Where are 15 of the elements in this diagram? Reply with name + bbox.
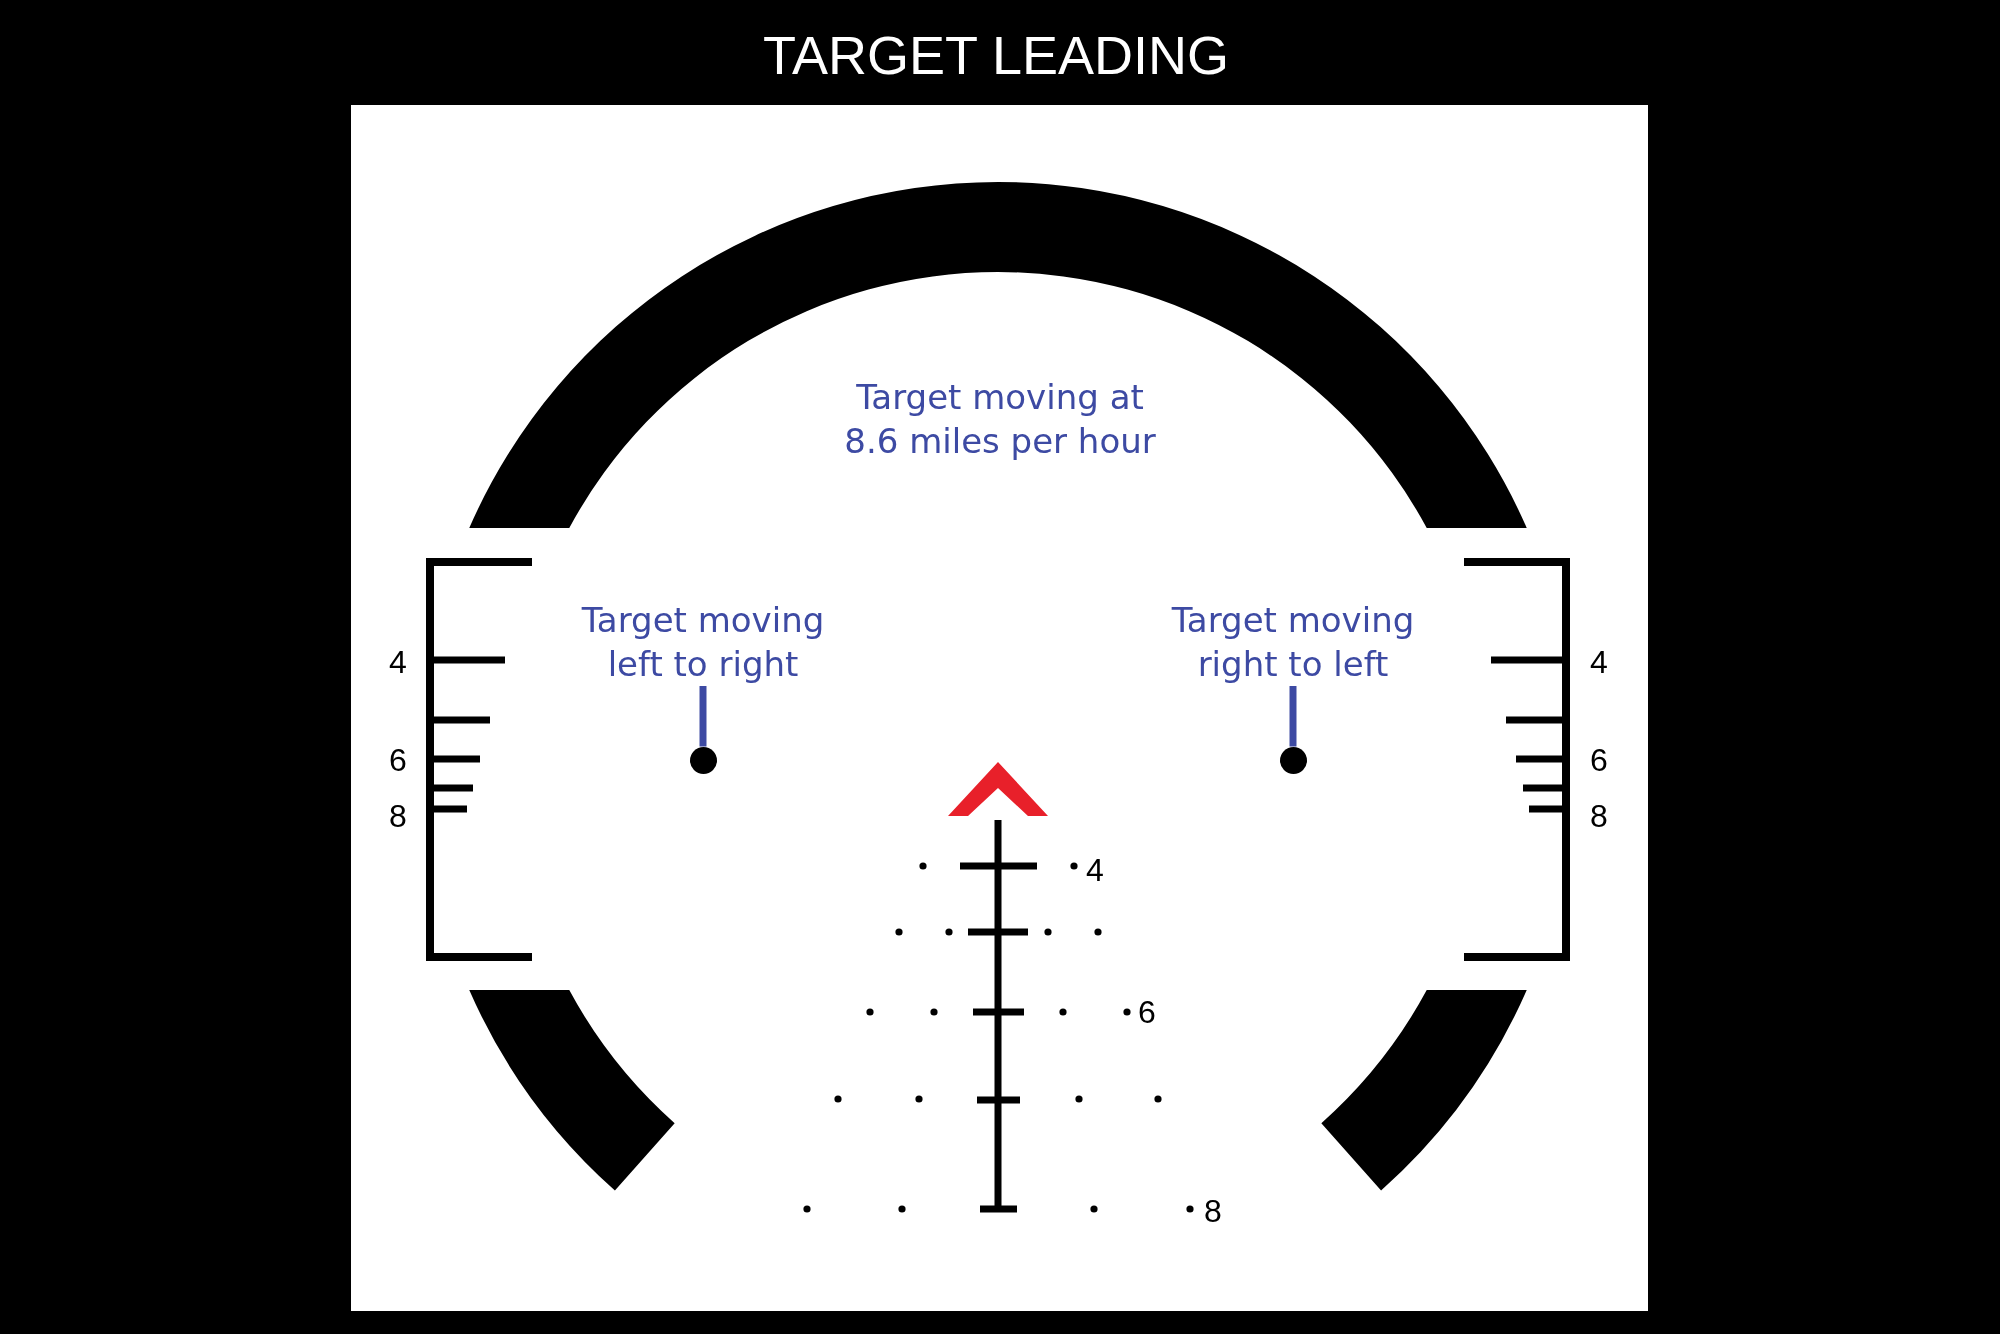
scale-number: 4 bbox=[1590, 645, 1608, 679]
scale-number: 4 bbox=[1086, 853, 1104, 887]
scale-number: 8 bbox=[389, 799, 407, 833]
target-dot bbox=[1279, 746, 1307, 774]
scale-number: 6 bbox=[389, 743, 407, 777]
title: TARGET LEADING bbox=[762, 24, 1230, 86]
scale-number: 4 bbox=[389, 645, 407, 679]
scale-number: 6 bbox=[1590, 743, 1608, 777]
scale-number: 6 bbox=[1138, 995, 1156, 1029]
scale-number: 8 bbox=[1590, 799, 1608, 833]
scale-number: 8 bbox=[1204, 1194, 1222, 1228]
target-dot bbox=[689, 746, 717, 774]
annotation-text: Target moving right to left bbox=[1153, 598, 1433, 686]
annotation-text: Target moving left to right bbox=[563, 598, 843, 686]
annotation-text: Target moving at 8.6 miles per hour bbox=[843, 376, 1157, 463]
